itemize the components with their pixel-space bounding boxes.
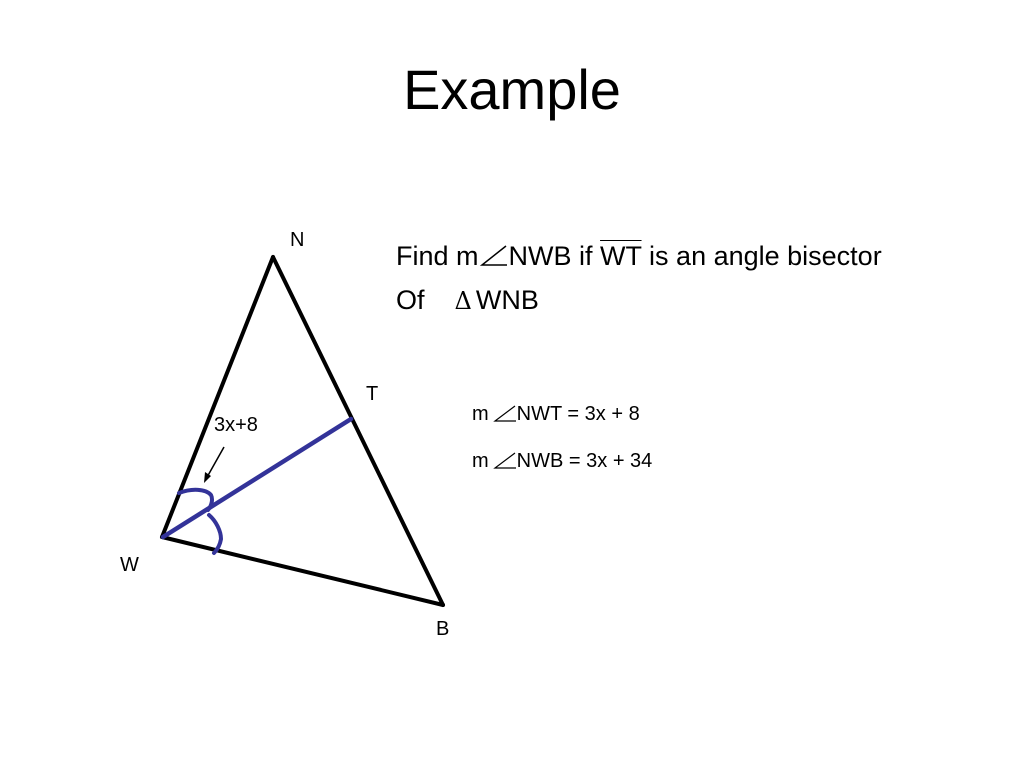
angle-icon [492, 404, 517, 422]
side-nb [271, 255, 445, 607]
side-wb [160, 535, 445, 607]
given-m: m [472, 450, 489, 472]
arrow-head-icon [204, 472, 211, 483]
given-m: m [472, 403, 489, 425]
given-angle-name: NWT [516, 403, 562, 425]
bisector-wt [160, 416, 354, 540]
vertex-label-b: B [436, 618, 449, 640]
angle-icon [492, 451, 517, 469]
given-equation-nwb: m NWB = 3x + 34 [472, 451, 652, 471]
angle-arc-nwt [177, 487, 214, 512]
side-wn [160, 255, 275, 539]
given-equation-nwt: m NWT = 3x + 8 [472, 404, 640, 424]
vertex-label-t: T [366, 383, 378, 405]
find-text: Find m [396, 241, 479, 271]
triangle-symbol: Δ [454, 287, 472, 315]
angle-measure-label: 3x+8 [214, 414, 258, 436]
of-text: Of [396, 285, 425, 315]
angle-icon [479, 243, 509, 267]
vertex-label-n: N [290, 229, 304, 251]
given-angle-name: NWB [516, 450, 564, 472]
segment-wt: WT [600, 241, 642, 271]
triangle-name: WNB [475, 285, 539, 315]
slide-title: Example [403, 58, 621, 121]
problem-statement-line-1: Find m NWB if WT is an angle bisector [396, 243, 882, 270]
bisector-text: is an angle bisector [641, 241, 882, 271]
target-angle-name: NWB [508, 241, 572, 271]
angle-arc-twb [207, 513, 224, 555]
if-text: if [571, 241, 601, 271]
vertex-label-w: W [120, 554, 139, 576]
angle-pointer-arrow [205, 446, 225, 480]
given-expression: = 3x + 8 [561, 403, 640, 425]
given-expression: = 3x + 34 [563, 450, 653, 472]
